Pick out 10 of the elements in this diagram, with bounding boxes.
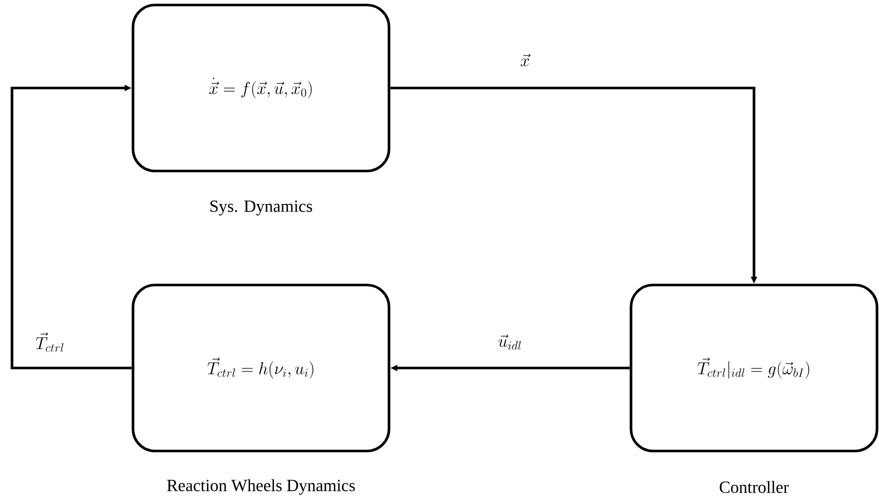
edge-label: $\vec{u}_{idl}$ (497, 334, 523, 350)
box-caption: Controller (720, 481, 789, 493)
edge-label: $\vec{T}_{ctrl}$ (34, 331, 66, 353)
process-box: $\vec{T}_{ctrl}|_{idl} = g(\vec{\omega}_{bI})$ (630, 284, 878, 452)
box-caption: Sys. Dynamics (210, 200, 312, 216)
edge-label: $\vec{x}$ (519, 52, 531, 68)
process-box: $\dot{\vec{x}} = f(\vec{x},\vec{u},\vec{x}_0)$ (132, 4, 390, 172)
box-caption: Reaction Wheels Dynamics (167, 479, 355, 495)
arrow (10, 84, 132, 370)
process-box: $\vec{T}_{ctrl} = h(\nu_i,u_i)$ (132, 284, 390, 452)
